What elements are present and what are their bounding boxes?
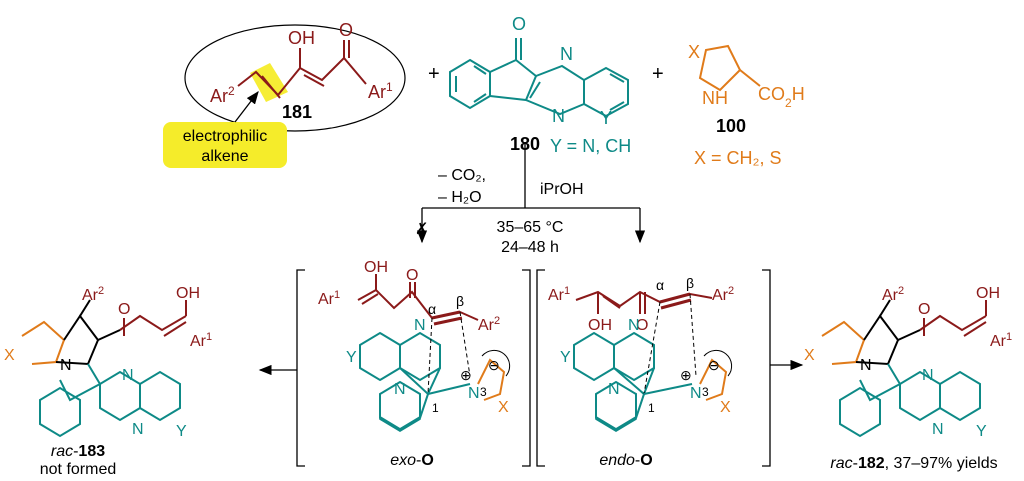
aminoacid-co2h: CO2H bbox=[758, 84, 805, 110]
rac183-note: not formed bbox=[40, 461, 116, 478]
rac182-y: Y bbox=[976, 423, 987, 440]
exo-ar2: Ar2 bbox=[478, 315, 500, 334]
aminoacid-nh: NH bbox=[702, 88, 728, 108]
rac183-n: N bbox=[60, 357, 72, 374]
rac183-x: X bbox=[4, 347, 15, 364]
dienol-enclosure-ellipse bbox=[184, 24, 406, 132]
quinoxaline-o: O bbox=[512, 14, 526, 34]
rac183-oh: OH bbox=[176, 285, 200, 302]
exo-beta: β bbox=[456, 293, 464, 309]
quinoxaline-n-top: N bbox=[560, 44, 573, 64]
blocked-pathway-mark: ✗ bbox=[415, 221, 428, 238]
endo-intermediate: Ar1 OH O α β Ar2 Y N N N X ⊕ ⊖ 1 3 endo-… bbox=[548, 275, 734, 469]
endo-plus: ⊕ bbox=[680, 367, 692, 383]
exo-o: O bbox=[406, 267, 418, 284]
exo-intermediate: Ar1 OH O α β Ar2 Y N N N X ⊕ ⊖ 1 3 exo-O bbox=[318, 259, 511, 469]
endo-x: X bbox=[720, 399, 731, 416]
callout-line1: electrophilic bbox=[183, 128, 267, 145]
endo-minus: ⊖ bbox=[708, 357, 720, 373]
callout-line2: alkene bbox=[201, 148, 248, 165]
rac182-label: rac-182, 37–97% yields bbox=[830, 455, 997, 472]
alkene-highlight bbox=[250, 63, 288, 102]
exo-n-ring: N bbox=[414, 317, 426, 334]
endo-n-ring2: N bbox=[608, 381, 620, 398]
rac182-ar2: Ar2 bbox=[882, 285, 904, 304]
transition-state-brackets bbox=[258, 269, 804, 467]
conditions-solvent: iPrOH bbox=[540, 181, 584, 198]
rac182-o: O bbox=[918, 301, 930, 318]
exo-y: Y bbox=[346, 349, 357, 366]
exo-minus: ⊖ bbox=[488, 357, 500, 373]
exo-x: X bbox=[498, 399, 509, 416]
aminoacid-x: X bbox=[688, 42, 700, 62]
rac183-label: rac-183 bbox=[51, 443, 105, 460]
rac183-ar1: Ar1 bbox=[190, 331, 212, 350]
quinoxaline-y: Y bbox=[600, 108, 612, 128]
conditions-time: 24–48 h bbox=[501, 239, 559, 256]
exo-n-ylide: N bbox=[468, 385, 480, 402]
dienol-o: O bbox=[339, 20, 353, 40]
product-rac-182: Ar2 O OH Ar1 X N N N Y rac-182, 37–97% y… bbox=[804, 285, 1012, 472]
exo-n-ring2: N bbox=[394, 381, 406, 398]
conditions-temperature: 35–65 °C bbox=[497, 219, 564, 236]
aminoacid-number: 100 bbox=[716, 116, 746, 136]
rac182-oh: OH bbox=[976, 285, 1000, 302]
product-rac-183: Ar2 O OH Ar1 X N N N Y rac-183 not forme… bbox=[4, 285, 212, 478]
endo-beta: β bbox=[686, 275, 694, 291]
endo-label: endo-O bbox=[599, 452, 652, 469]
aminoacid-100 bbox=[698, 44, 761, 92]
rac182-ar1: Ar1 bbox=[990, 331, 1012, 350]
rac183-ar2: Ar2 bbox=[82, 285, 104, 304]
exo-ar1: Ar1 bbox=[318, 289, 340, 308]
endo-o: O bbox=[636, 317, 648, 334]
rac182-x: X bbox=[804, 347, 815, 364]
rac183-n-ring2: N bbox=[132, 421, 144, 438]
endo-alpha: α bbox=[656, 277, 664, 293]
rac182-n-ring: N bbox=[922, 367, 934, 384]
rac183-o: O bbox=[118, 301, 130, 318]
conditions-byproduct-h2o: – H₂O bbox=[438, 189, 482, 206]
dienol-oh: OH bbox=[288, 28, 315, 48]
exo-three: 3 bbox=[480, 385, 487, 399]
exo-plus: ⊕ bbox=[460, 367, 472, 383]
endo-n-ylide: N bbox=[690, 385, 702, 402]
callout-arrow bbox=[234, 90, 259, 123]
dienol-ar2: Ar2 bbox=[210, 84, 235, 106]
rac183-y: Y bbox=[176, 423, 187, 440]
exo-alpha: α bbox=[428, 301, 436, 317]
exo-oh: OH bbox=[364, 259, 388, 276]
reaction-arrows bbox=[416, 142, 646, 244]
endo-three: 3 bbox=[702, 385, 709, 399]
plus-sign-1: + bbox=[428, 63, 440, 85]
rac182-n: N bbox=[860, 357, 872, 374]
dienol-181: Ar2 OH O Ar1 181 bbox=[184, 20, 406, 132]
dienol-number: 181 bbox=[282, 102, 312, 122]
electrophilic-alkene-callout: electrophilic alkene bbox=[163, 90, 287, 168]
quinoxaline-y-note: Y = N, CH bbox=[550, 136, 631, 156]
endo-n-ring: N bbox=[628, 317, 640, 334]
quinoxaline-n-bottom: N bbox=[552, 106, 565, 126]
endo-ar2: Ar2 bbox=[712, 285, 734, 304]
conditions-byproduct-co2: – CO₂, bbox=[438, 167, 486, 184]
endo-oh: OH bbox=[588, 317, 612, 334]
exo-one: 1 bbox=[432, 401, 439, 415]
endo-ar1: Ar1 bbox=[548, 285, 570, 304]
plus-sign-2: + bbox=[652, 63, 664, 85]
callout-highlight-box bbox=[163, 122, 287, 168]
aminoacid-x-note: X = CH₂, S bbox=[694, 148, 782, 168]
rac183-n-ring: N bbox=[122, 367, 134, 384]
dienol-ar1: Ar1 bbox=[368, 80, 393, 102]
endo-one: 1 bbox=[648, 401, 655, 415]
quinoxaline-180 bbox=[449, 38, 629, 118]
endo-y: Y bbox=[560, 349, 571, 366]
rac182-n-ring2: N bbox=[932, 421, 944, 438]
exo-label: exo-O bbox=[390, 452, 434, 469]
